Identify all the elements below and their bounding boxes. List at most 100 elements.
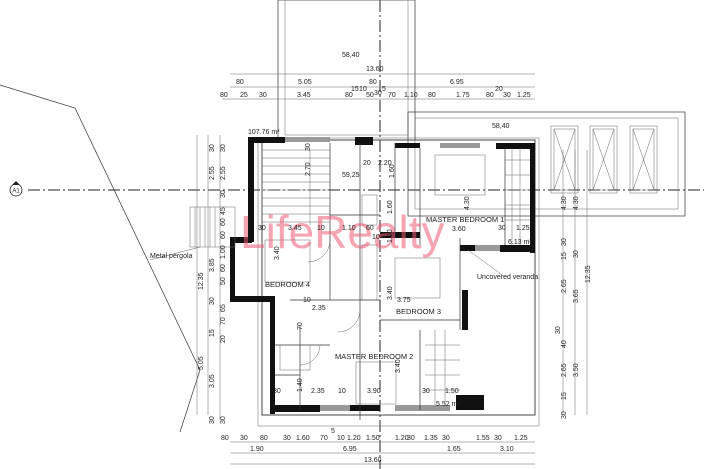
dimension-label: 1.10 [404, 92, 418, 99]
dimension-label: 5.05 [198, 356, 205, 370]
dimension-label: 80 [220, 92, 228, 99]
dimension-label: 30 [240, 435, 248, 442]
dimension-label: 30 [220, 190, 227, 198]
dimension-label: 2.55 [209, 166, 216, 180]
balcony-area: 5.52 m² [436, 401, 460, 408]
dimension-label: 30 [220, 144, 227, 152]
dimension-label: 1.60 [389, 164, 396, 178]
dimension-label: 30 [374, 90, 382, 97]
axis-label: A1 [12, 189, 20, 195]
dimension-label: 2.55 [220, 166, 227, 180]
dimension-label: 15 [561, 252, 568, 260]
upper-terrace-inner [284, 0, 409, 136]
dimension-label: 1.65 [447, 446, 461, 453]
dimension-label: 10 [338, 388, 346, 395]
dimension-label: 30 [503, 92, 511, 99]
dim: 3.45 [288, 225, 302, 232]
bed-master-1 [434, 154, 486, 196]
dim: 3.40 [274, 246, 281, 260]
dimension-label: 70 [388, 92, 396, 99]
total-area: 107.76 m² [248, 129, 280, 136]
dimension-label: 2.70 [305, 162, 312, 176]
dimension-label: 30 [555, 326, 562, 334]
room-label-master-bedroom-2: MASTER BEDROOM 2 [335, 352, 413, 361]
dimension-label: 25 [240, 92, 248, 99]
dimension-label: 1.25 [514, 435, 528, 442]
dimensions-top: 13.60 80 5.05 80 6.95 80 25 30 3.45 80 1… [220, 66, 535, 100]
dimension-label: 1.60 [387, 200, 394, 214]
dimension-label: 30 [494, 435, 502, 442]
roof-terrace-inner [414, 117, 679, 210]
dimension-label: 10 [337, 435, 345, 442]
dimension-label: 15 [209, 329, 216, 337]
dimension-label: 80 [221, 435, 229, 442]
wardrobe [279, 344, 311, 371]
dimension-label: 30 [561, 238, 568, 246]
dimension-label: 30 [258, 225, 266, 232]
bed-master-2 [355, 361, 397, 405]
dimension-label: 1.25 [517, 92, 531, 99]
dimension-label: 5.05 [298, 79, 312, 86]
dimension-label: 40 [561, 340, 568, 348]
dimension-label: 2.35 [312, 305, 326, 312]
dimension-label: 30 [259, 92, 267, 99]
skylight-1 [550, 125, 579, 194]
dimension-label: 6.95 [343, 446, 357, 453]
dim: 3.60 [452, 226, 466, 233]
dimension-label: 45 [220, 207, 227, 215]
wardrobe [361, 194, 378, 226]
dim: 3.40 [387, 286, 394, 300]
dimension-label: 80 [486, 92, 494, 99]
axis-marker-a1: A1 [9, 181, 23, 197]
dimension-label: 1.75 [456, 92, 470, 99]
dimension-label: 60 [366, 225, 374, 232]
dimension-label: 30 [209, 297, 216, 305]
balcony-tiles-2 [425, 330, 460, 405]
dimension-label: 3.05 [209, 374, 216, 388]
dimensions-right: 4.30 30 15 2.65 30 40 2.65 15 30 4.30 30… [555, 150, 592, 419]
dimension-label: 30 [407, 435, 415, 442]
room-label-bedroom-3: BEDROOM 3 [396, 307, 441, 316]
level-terrace: 58,40 [492, 123, 510, 130]
dim: 4.30 [464, 196, 471, 210]
dim: 1.50 [445, 388, 459, 395]
dimension-label: 3.50 [573, 363, 580, 377]
dimension-label: 10 [372, 234, 380, 241]
room-label-master-bedroom-1: MASTER BEDROOM 1 [426, 215, 504, 224]
dimension-label: 12.35 [198, 272, 205, 290]
dimension-label: 70 [297, 322, 304, 330]
interior-dimensions: 30 2.70 20 2.20 1.60 1.60 30 10 1.10 60 … [258, 143, 506, 395]
dimension-label: 60 [220, 231, 227, 239]
dimension-label: 1.20 [395, 435, 409, 442]
dimension-label: 4.30 [573, 196, 580, 210]
dimension-label: 10 [303, 297, 311, 304]
dimension-label: 1.90 [250, 446, 264, 453]
dimension-label: 15 [561, 392, 568, 400]
dimension-label: 10 [359, 86, 367, 93]
dimension-label: 3.10 [500, 446, 514, 453]
dimension-label: 1.10 [387, 229, 394, 243]
dimension-label: 1.50 [366, 435, 380, 442]
dimension-label: 60 [220, 218, 227, 226]
dimension-label: 4.30 [561, 196, 568, 210]
dimension-label: 3.65 [573, 289, 580, 303]
dimension-label: 1.00 [220, 245, 227, 259]
dimension-label: 2.20 [378, 160, 392, 167]
dimension-label: 20 [495, 86, 503, 93]
level-top: 58,40 [342, 52, 360, 59]
dim: 3.75 [397, 297, 411, 304]
dimension-label: 13.60 [366, 66, 384, 73]
dimension-label: 20 [363, 160, 371, 167]
dimensions-bottom: 80 30 80 30 1.60 70 5 10 1.20 1.50 1.20 … [221, 428, 535, 465]
dimension-label: 10 [317, 225, 325, 232]
upper-terrace-outline [277, 0, 416, 141]
building [149, 137, 540, 427]
skylight-3 [629, 125, 658, 194]
dim: 3.40 [395, 359, 402, 373]
level-stair: 59,25 [342, 172, 360, 179]
dim: 3.90 [367, 388, 381, 395]
dimension-label: 1.35 [424, 435, 438, 442]
dimension-label: 50 [220, 277, 227, 285]
metal-pergola [189, 206, 236, 248]
